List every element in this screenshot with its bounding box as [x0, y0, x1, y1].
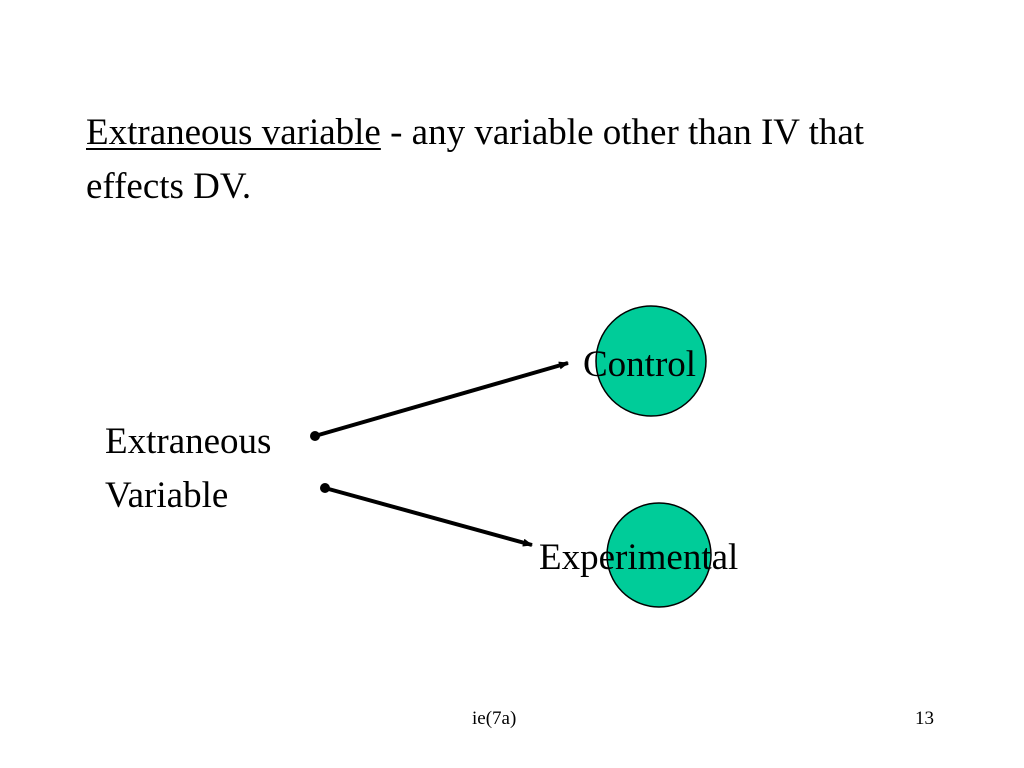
experimental-label: Experimental: [539, 537, 739, 578]
defined-term: Extraneous variable: [86, 112, 381, 153]
arrow-to-control: [314, 361, 569, 438]
footer-page-number: 13: [915, 708, 934, 729]
extraneous-variable-label: Extraneous Variable: [105, 415, 271, 523]
footer-slide-code: ie(7a): [472, 708, 517, 729]
experimental-node: [606, 502, 712, 608]
control-label: Control: [583, 344, 697, 385]
definition-body: - any variable other than IV that effect…: [86, 112, 865, 207]
arrow-to-experimental: [324, 486, 533, 547]
source-label-line2: Variable: [105, 475, 229, 516]
source-label-line1: Extraneous: [105, 421, 272, 462]
control-node: [595, 305, 707, 417]
definition-text: Extraneous variable - any variable other…: [86, 106, 946, 214]
